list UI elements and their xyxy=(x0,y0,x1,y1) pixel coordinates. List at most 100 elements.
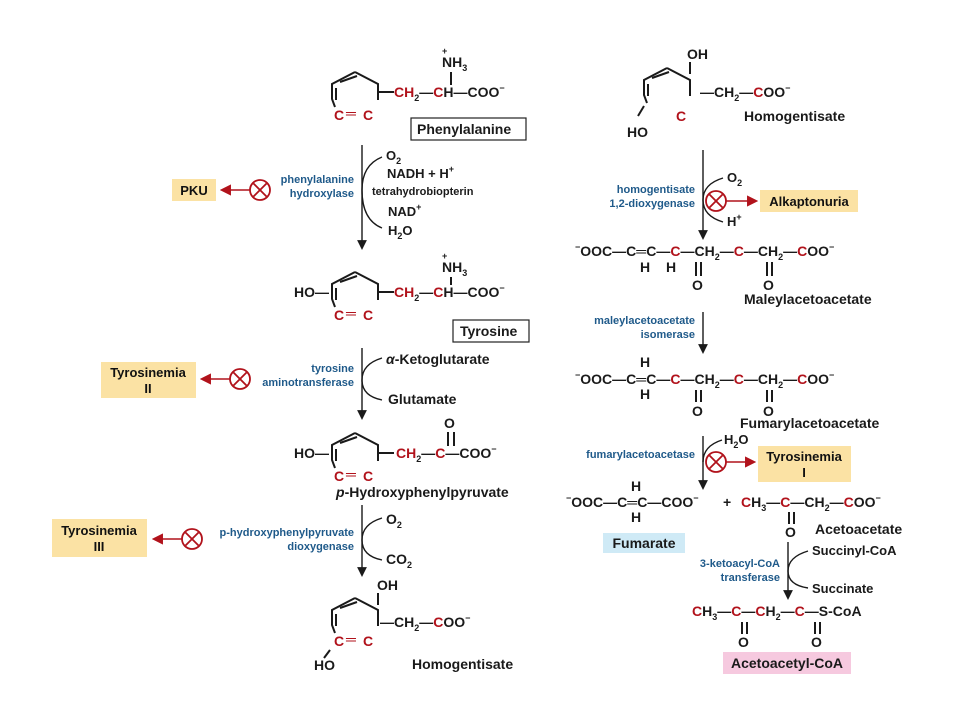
plus-sign: + xyxy=(723,494,731,510)
enzyme-homogentisate-dioxygenase-line1: homogentisate xyxy=(617,184,695,196)
step1-output-nad: NAD+ xyxy=(388,202,421,219)
disorder-tyrosinemia-ii-line2: II xyxy=(144,381,151,396)
maleyl-o2: O xyxy=(763,277,774,293)
block-icon xyxy=(705,451,727,473)
step-maleylacetoacetate-isomerase: maleylacetoacetate isomerase xyxy=(594,312,708,354)
acetoacetyl-coa-name: Acetoacetyl-CoA xyxy=(731,655,843,671)
ring-carbon-right: C xyxy=(363,107,373,123)
disorder-tyrosinemia-i-line1: Tyrosinemia xyxy=(766,449,842,464)
step-ketoacyl-coa-transferase: Succinyl-CoA Succinate 3-ketoacyl-CoA tr… xyxy=(700,542,897,600)
phenylalanine-molecule: C ═ C CH2—CH—COO− NH3 + Phenylalanine xyxy=(331,46,527,141)
step1-cofactor: tetrahydrobiopterin xyxy=(372,186,474,198)
fumarylacetoacetate-molecule: H −OOC—C═C—C—CH2—C—CH2—COO− H O O Fumary… xyxy=(575,354,880,431)
ring-double-bond: ═ xyxy=(345,631,356,647)
enzyme-isomerase-line1: maleylacetoacetate xyxy=(594,315,695,327)
acetoacetate-formula: CH3—C—CH2—COO− xyxy=(741,493,881,513)
acetoacetyl-coa-formula: CH3—C—CH2—C—S-CoA xyxy=(692,603,862,622)
block-icon xyxy=(249,179,271,201)
enzyme-homogentisate-dioxygenase-line2: 1,2-dioxygenase xyxy=(609,198,695,210)
disorder-tyrosinemia-ii-box xyxy=(101,362,196,398)
homogentisate-left-molecule: OH C ═ C HO —CH2—COO− Homogentisate xyxy=(314,577,513,673)
disorder-tyrosinemia-i-box xyxy=(758,446,851,482)
fumaryl-o2: O xyxy=(763,403,774,419)
hydroxyphenylpyruvate-molecule: HO— C ═ C CH2—C—COO− O p-Hydroxyphenylpy… xyxy=(294,415,509,500)
tyrosine-molecule: HO— C ═ C CH2—CH—COO− NH3 + Tyrosine xyxy=(294,251,530,343)
ring-carbon-right: C xyxy=(363,468,373,484)
enzyme-phenylalanine-hydroxylase-line1: phenylalanine xyxy=(281,174,354,186)
tyrosine-label-box xyxy=(452,319,530,343)
step7-input: Succinyl-CoA xyxy=(812,543,897,558)
fumarate-name: Fumarate xyxy=(612,535,675,551)
acetoacetate-oxygen: O xyxy=(785,524,796,540)
disorder-alkaptonuria-box xyxy=(760,190,858,212)
disorder-tyrosinemia-i-line2: I xyxy=(802,465,806,480)
maleylacetoacetate-formula: −OOC—C═C—C—CH2—C—CH2—COO− xyxy=(575,242,834,262)
fumarate-label-box xyxy=(603,533,685,553)
hpp-chain-formula: CH2—C—COO− xyxy=(396,444,497,464)
step2-output: Glutamate xyxy=(388,391,457,407)
ring-carbon-right: C xyxy=(363,307,373,323)
phe-amine-charge: + xyxy=(442,46,447,56)
acetoacetate-molecule: CH3—C—CH2—COO− O Acetoacetate xyxy=(741,493,902,540)
ring-carbon-left: C xyxy=(334,107,344,123)
acetoacetate-name: Acetoacetate xyxy=(815,521,902,537)
ring-carbon-left: C xyxy=(334,633,344,649)
fumaryl-h-bottom: H xyxy=(640,386,650,402)
homogentisate-right-ho: HO xyxy=(627,124,648,140)
acetoacetyl-o2: O xyxy=(811,634,822,650)
step-hpp-dioxygenase: O2 CO2 p-hydroxyphenylpyruvate dioxygena… xyxy=(52,505,412,577)
disorder-tyrosinemia-iii-line2: III xyxy=(94,539,105,554)
step-homogentisate-dioxygenase: O2 H+ homogentisate 1,2-dioxygenase Alka… xyxy=(609,150,858,240)
homogentisate-left-oh: OH xyxy=(377,577,398,593)
fumarate-h-bottom: H xyxy=(631,509,641,525)
homogentisate-left-ho: HO xyxy=(314,657,335,673)
enzyme-tyrosine-aminotransferase-line1: tyrosine xyxy=(311,363,354,375)
disorder-tyrosinemia-iii-box xyxy=(52,519,147,557)
step4-input: O2 xyxy=(727,170,742,188)
ring-double-bond: ═ xyxy=(345,105,356,121)
homogentisate-right-oh: OH xyxy=(687,46,708,62)
step2-input: α-Ketoglutarate xyxy=(386,351,490,367)
enzyme-hpp-dioxygenase-line2: dioxygenase xyxy=(287,541,354,553)
ring-double-bond: ═ xyxy=(345,466,356,482)
enzyme-fumarylacetoacetase: fumarylacetoacetase xyxy=(586,449,695,461)
ring-carbon-right: C xyxy=(676,108,686,124)
homogentisate-right-name: Homogentisate xyxy=(744,108,845,124)
disorder-alkaptonuria: Alkaptonuria xyxy=(769,194,849,209)
acetoacetyl-o1: O xyxy=(738,634,749,650)
disorder-tyrosinemia-iii-line1: Tyrosinemia xyxy=(61,523,137,538)
step7-output: Succinate xyxy=(812,581,873,596)
ring-carbon-right: C xyxy=(363,633,373,649)
enzyme-hpp-dioxygenase-line1: p-hydroxyphenylpyruvate xyxy=(220,527,354,539)
enzyme-isomerase-line2: isomerase xyxy=(641,329,695,341)
disorder-pku: PKU xyxy=(180,183,207,198)
maleyl-h1: H xyxy=(640,259,650,275)
ring-double-bond: ═ xyxy=(345,305,356,321)
maleyl-h2: H xyxy=(666,259,676,275)
phenylalanine-name: Phenylalanine xyxy=(417,121,511,137)
step1-input-o2: O2 xyxy=(386,148,401,166)
fumarate-molecule: H −OOC—C═C—COO− H Fumarate xyxy=(566,478,699,553)
tyr-amine: NH3 xyxy=(442,259,467,278)
step-fumarylacetoacetase: H2O fumarylacetoacetase Tyrosinemia I xyxy=(586,432,851,490)
maleylacetoacetate-name: Maleylacetoacetate xyxy=(744,291,872,307)
block-icon xyxy=(181,528,203,550)
fumarylacetoacetate-formula: −OOC—C═C—C—CH2—C—CH2—COO− xyxy=(575,370,834,390)
phenylalanine-label-box xyxy=(410,117,527,141)
fumarate-h-top: H xyxy=(631,478,641,494)
step6-input-water: H2O xyxy=(724,432,749,450)
phe-amine: NH3 xyxy=(442,54,467,73)
phe-chain-formula: CH2—CH—COO− xyxy=(394,83,505,103)
enzyme-phenylalanine-hydroxylase-line2: hydroxylase xyxy=(290,188,354,200)
disorder-tyrosinemia-ii-line1: Tyrosinemia xyxy=(110,365,186,380)
hpp-name: p-Hydroxyphenylpyruvate xyxy=(335,484,509,500)
tyr-chain-formula: CH2—CH—COO− xyxy=(394,283,505,303)
tyr-hydroxyl: HO— xyxy=(294,284,329,300)
step1-input-nadh: NADH + H+ xyxy=(387,164,454,181)
homogentisate-right-chain: —CH2—COO− xyxy=(700,83,790,103)
fumarylacetoacetate-name: Fumarylacetoacetate xyxy=(740,415,880,431)
acetoacetyl-coa-molecule: CH3—C—CH2—C—S-CoA O O Acetoacetyl-CoA xyxy=(692,603,862,674)
enzyme-ketoacyl-coa-transferase-line1: 3-ketoacyl-CoA xyxy=(700,558,780,570)
block-icon xyxy=(229,368,251,390)
